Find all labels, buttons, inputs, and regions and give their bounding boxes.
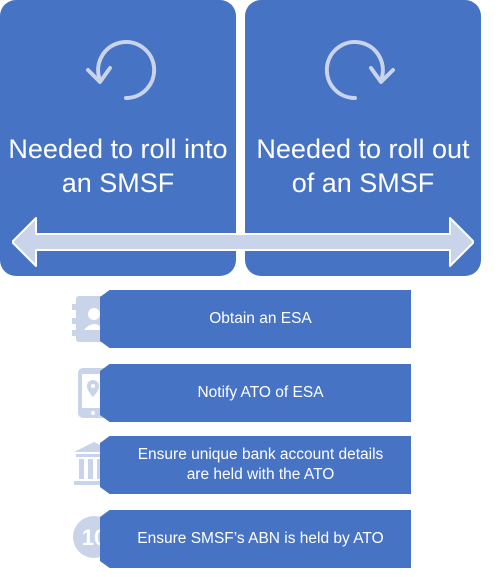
step-abn: Ensure SMSF’s ABN is held by ATO — [110, 510, 411, 568]
step-label: Ensure SMSF’s ABN is held by ATO — [137, 530, 384, 547]
step-bank-details: Ensure unique bank account details are h… — [110, 436, 411, 494]
step-label: Obtain an ESA — [209, 310, 312, 327]
step-notify-ato: Notify ATO of ESA — [110, 364, 411, 422]
rotate-right-icon — [324, 40, 395, 101]
panel-title-roll-out: Needed to roll out of an SMSF — [256, 134, 470, 198]
panel-title-roll-in: Needed to roll into an SMSF — [8, 134, 228, 198]
step-label: Ensure unique bank account details are h… — [137, 446, 384, 483]
rotate-left-icon — [86, 40, 157, 101]
panel-roll-out: Needed to roll out of an SMSF — [245, 0, 481, 276]
step-label: Notify ATO of ESA — [197, 384, 324, 401]
double-arrow-icon — [12, 217, 474, 267]
step-obtain-esa: Obtain an ESA — [110, 290, 411, 348]
panel-roll-in: Needed to roll into an SMSF — [0, 0, 236, 276]
